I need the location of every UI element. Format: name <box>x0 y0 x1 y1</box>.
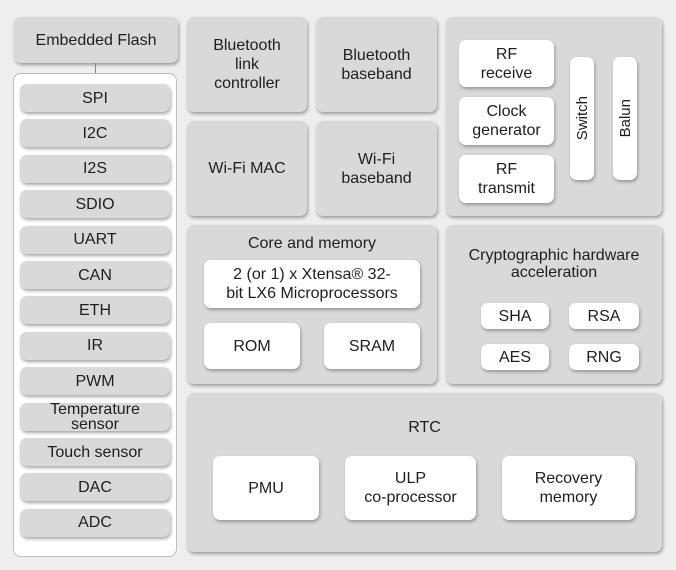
sha-label: SHA <box>498 307 532 325</box>
bluetooth-baseband-label: Bluetooth baseband <box>341 46 412 83</box>
peripheral-item: I2S <box>20 154 170 183</box>
sram-box: SRAM <box>324 323 420 369</box>
rf-receive-label: RF receive <box>480 45 533 82</box>
peripheral-item: UART <box>20 225 170 254</box>
peripheral-item: Temperature sensor <box>20 401 170 432</box>
bluetooth-link-controller-block: Bluetooth link controller <box>187 17 307 112</box>
wifi-baseband-label: Wi-Fi baseband <box>341 150 412 187</box>
embedded-flash-label: Embedded Flash <box>35 31 157 49</box>
rsa-box: RSA <box>569 303 639 329</box>
pmu-box: PMU <box>213 456 319 520</box>
processor-label: 2 (or 1) x Xtensa® 32- bit LX6 Microproc… <box>226 266 398 302</box>
peripheral-item: CAN <box>20 261 170 289</box>
rng-box: RNG <box>569 344 639 370</box>
crypto-title: Cryptographic hardware acceleration <box>468 247 640 281</box>
embedded-flash-block: Embedded Flash <box>14 17 178 63</box>
peripheral-item: PWM <box>20 367 170 396</box>
sram-label: SRAM <box>348 337 396 355</box>
rf-transmit-box: RF transmit <box>459 155 554 203</box>
wifi-baseband-block: Wi-Fi baseband <box>316 121 437 216</box>
core-and-memory-title: Core and memory <box>247 235 377 252</box>
switch-label: Switch <box>573 96 591 141</box>
ulp-coprocessor-box: ULP co-processor <box>345 456 476 520</box>
peripheral-item: ETH <box>20 296 170 325</box>
peripheral-item: DAC <box>20 473 170 502</box>
rf-transmit-label: RF transmit <box>478 161 535 197</box>
peripheral-item: Touch sensor <box>20 438 170 466</box>
rtc-title: RTC <box>408 419 441 436</box>
aes-box: AES <box>481 344 549 370</box>
recovery-memory-label: Recovery memory <box>534 470 603 506</box>
rom-box: ROM <box>204 323 300 369</box>
wifi-mac-block: Wi-Fi MAC <box>187 121 307 216</box>
peripheral-item: I2C <box>20 119 170 148</box>
recovery-memory-box: Recovery memory <box>502 456 635 520</box>
wifi-mac-label: Wi-Fi MAC <box>208 160 286 177</box>
peripheral-item: SDIO <box>20 190 170 219</box>
rom-label: ROM <box>233 337 271 355</box>
balun-label: Balun <box>616 99 634 138</box>
balun-box: Balun <box>613 57 637 180</box>
ulp-coprocessor-label: ULP co-processor <box>364 470 457 506</box>
bluetooth-baseband-block: Bluetooth baseband <box>316 17 437 112</box>
rsa-label: RSA <box>587 307 621 325</box>
sha-box: SHA <box>481 303 549 329</box>
rng-label: RNG <box>586 348 622 366</box>
peripheral-item: SPI <box>20 84 170 112</box>
peripheral-item: IR <box>20 331 170 360</box>
clock-generator-label: Clock generator <box>472 103 541 139</box>
rf-receive-box: RF receive <box>459 40 554 87</box>
processor-box: 2 (or 1) x Xtensa® 32- bit LX6 Microproc… <box>204 260 420 308</box>
bluetooth-link-controller-label: Bluetooth link controller <box>213 37 281 92</box>
switch-box: Switch <box>570 57 594 180</box>
pmu-label: PMU <box>248 479 284 497</box>
peripheral-item: ADC <box>20 508 170 537</box>
aes-label: AES <box>498 348 531 366</box>
clock-generator-box: Clock generator <box>459 97 554 145</box>
